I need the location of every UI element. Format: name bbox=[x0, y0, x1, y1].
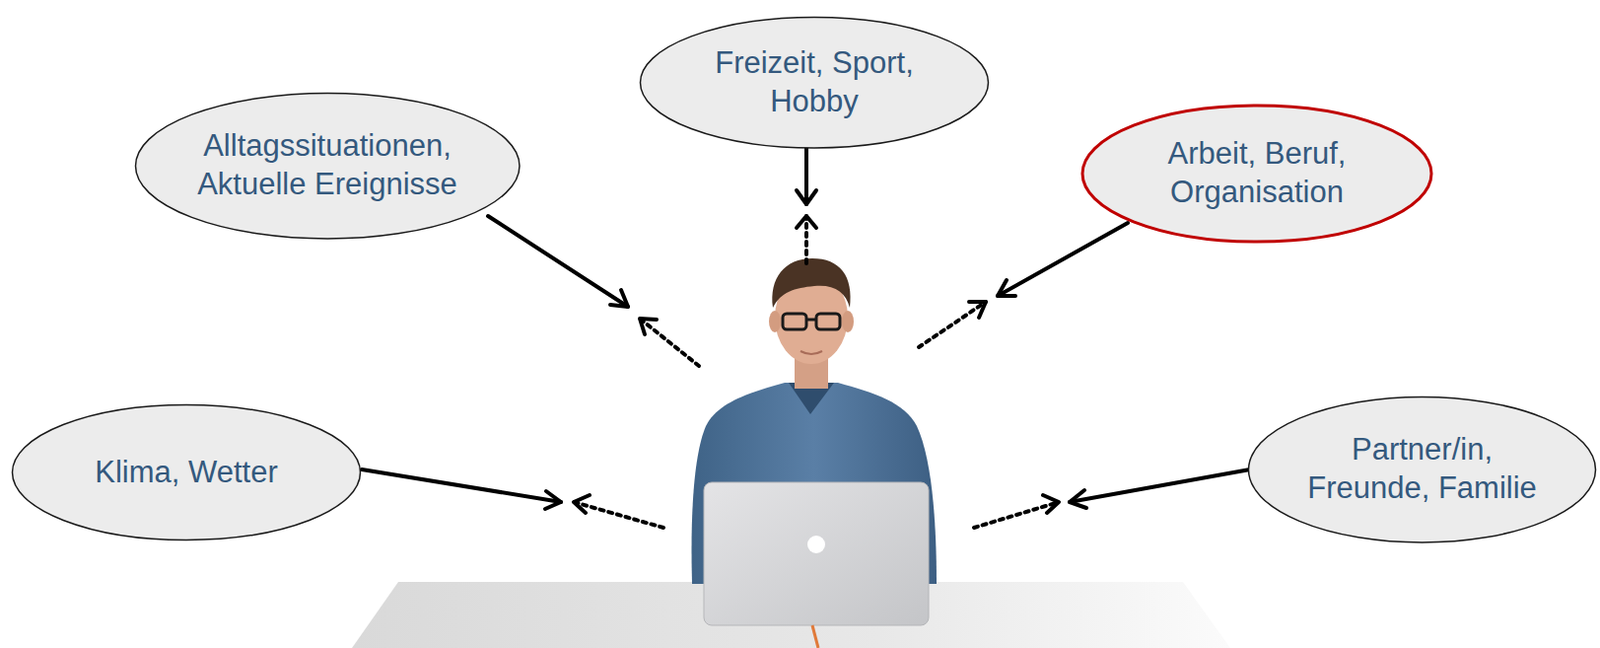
glasses bbox=[816, 313, 840, 330]
cable bbox=[812, 625, 819, 648]
ellipse-outline bbox=[1247, 395, 1598, 545]
ellipse-shape bbox=[640, 17, 989, 148]
topic-label: Arbeit, Beruf, Organisation bbox=[1151, 135, 1364, 212]
solid-arrow bbox=[1069, 469, 1251, 502]
dotted-arrow bbox=[973, 501, 1059, 528]
topic-text-group: Arbeit, Beruf, Organisation bbox=[1151, 135, 1364, 212]
arrow-head bbox=[796, 190, 817, 205]
dotted-arrow bbox=[918, 301, 986, 348]
ear bbox=[768, 310, 781, 333]
topic-ellipse: Alltagssituationen, Aktuelle Ereignisse bbox=[134, 91, 522, 241]
ellipse-outline bbox=[638, 15, 990, 149]
ellipse-shape bbox=[135, 92, 520, 239]
dotted-arrow bbox=[639, 318, 699, 366]
mouth bbox=[800, 350, 823, 354]
topic-label: Alltagssituationen, Aktuelle Ereignisse bbox=[184, 127, 471, 205]
glasses-bridge bbox=[806, 318, 817, 322]
topic-text-group: Alltagssituationen, Aktuelle Ereignisse bbox=[184, 127, 471, 205]
solid-arrow bbox=[804, 147, 809, 205]
ellipse-shape bbox=[12, 405, 361, 541]
solid-arrow bbox=[997, 222, 1128, 296]
hair bbox=[771, 258, 850, 308]
topic-label: Freizeit, Sport, Hobby bbox=[695, 44, 933, 122]
arrow-head bbox=[997, 279, 1016, 296]
ellipse-shape bbox=[1249, 396, 1597, 543]
arrow-head bbox=[610, 289, 628, 307]
ellipse-shape bbox=[1082, 105, 1432, 242]
topic-ellipse: Klima, Wetter bbox=[10, 403, 362, 542]
arrow-head bbox=[545, 490, 561, 509]
arrow-head bbox=[796, 215, 817, 228]
ellipse-outline bbox=[1079, 102, 1435, 245]
topic-ellipse: Freizeit, Sport, Hobby bbox=[638, 15, 990, 149]
ellipse-outline bbox=[134, 91, 522, 241]
laptop bbox=[703, 482, 929, 626]
arrow-head bbox=[969, 301, 986, 318]
topic-ellipse: Partner/in, Freunde, Familie bbox=[1247, 395, 1598, 545]
dotted-arrow bbox=[573, 501, 664, 528]
topic-label: Klima, Wetter bbox=[94, 453, 278, 492]
arrow-head bbox=[573, 494, 590, 513]
solid-arrow bbox=[361, 469, 561, 502]
topic-ellipse: Arbeit, Beruf, Organisation bbox=[1079, 102, 1435, 245]
arrow-head bbox=[1069, 489, 1087, 508]
laptop-logo bbox=[807, 535, 826, 554]
dotted-arrow bbox=[804, 215, 809, 264]
topic-text-group: Partner/in, Freunde, Familie bbox=[1294, 430, 1551, 508]
topic-text-group: Klima, Wetter bbox=[94, 453, 278, 492]
arrow-head bbox=[639, 318, 657, 335]
ear bbox=[841, 310, 854, 333]
arrow-head bbox=[1043, 494, 1059, 513]
solid-arrow bbox=[487, 215, 628, 307]
glasses bbox=[782, 313, 807, 330]
topic-text-group: Freizeit, Sport, Hobby bbox=[695, 44, 933, 122]
topic-label: Partner/in, Freunde, Familie bbox=[1294, 430, 1551, 508]
